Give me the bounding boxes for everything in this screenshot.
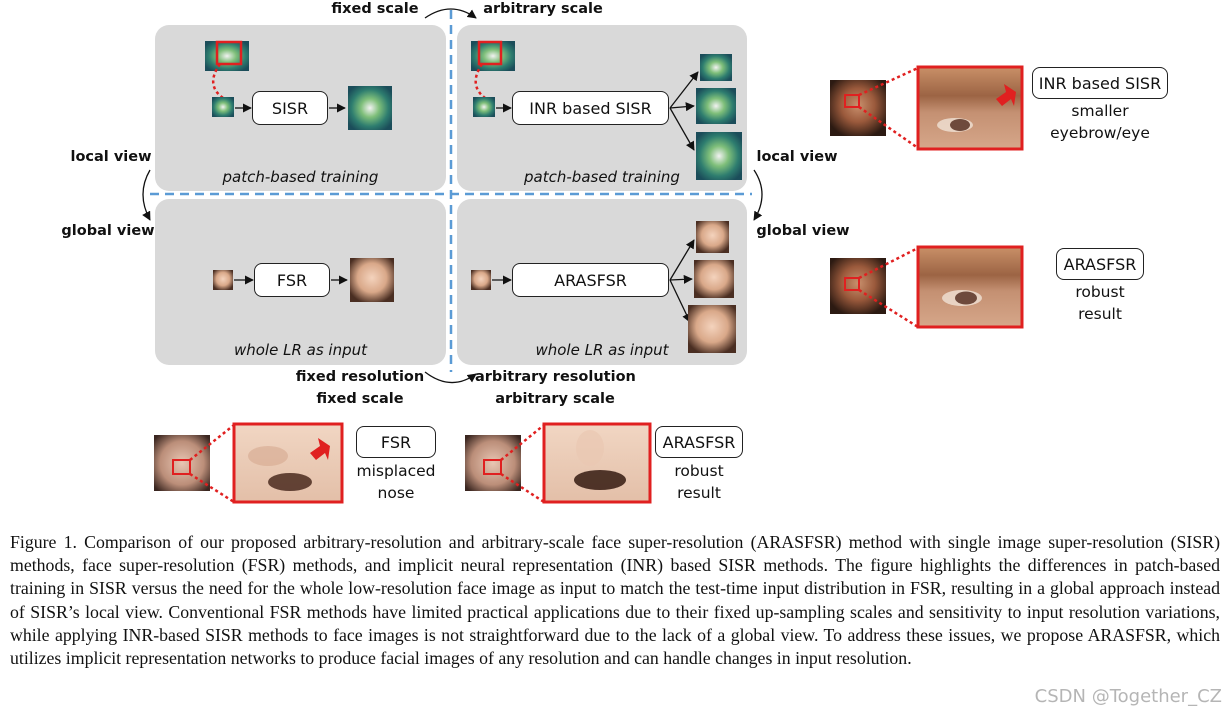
method-box-sisr: SISR [252,91,328,125]
bottom-method-box-fsr: FSR [356,426,436,458]
bottom-text-fsr-line2: nose [377,484,415,502]
coral-output-medium [696,88,736,124]
face-output-medium [694,260,734,298]
arrow-scale-top [424,8,477,19]
eye-zoom-inr [916,65,1024,151]
right-method-box-arasfsr: ARASFSR [1056,248,1144,280]
right-text-arasfsr-line1: robust [1075,283,1125,301]
coral-patch-input [212,97,234,117]
panel-caption-inr-sisr: patch-based training [524,168,680,186]
eye-zoom-arasfsr [916,245,1024,329]
label-right-global-view: global view [756,223,850,239]
face-lr-input [213,270,233,290]
label-left-local-view: local view [70,149,152,165]
arrow-view-left [142,169,151,221]
coral-lr-full-image-2 [471,41,515,71]
coral-lr-full-image [205,41,249,71]
right-method-box-inr: INR based SISR [1032,67,1168,99]
watermark: CSDN @Together_CZ [1034,686,1222,707]
coral-patch-input-2 [473,97,495,117]
label-fixed-scale: fixed scale [331,1,419,17]
right-text-inr-line1: smaller [1071,102,1129,120]
label-arbitrary-scale: arbitrary scale [483,1,603,17]
label-arbitrary-resolution: arbitrary resolution [475,369,636,385]
face-lr-input-2 [471,270,491,290]
label-arbitrary-scale-bottom: arbitrary scale [495,391,615,407]
label-fixed-resolution: fixed resolution [295,369,425,385]
diagram-graphics [142,8,1024,504]
bottom-text-arasfsr-line1: robust [674,462,724,480]
figure-caption: Figure 1. Comparison of our proposed arb… [10,532,1220,669]
panel-caption-sisr: patch-based training [222,168,379,186]
method-box-fsr: FSR [254,263,330,297]
method-box-inr-sisr: INR based SISR [512,91,669,125]
panel-caption-arasfsr: whole LR as input [535,341,669,359]
highlight-arrow-icon-2 [310,438,330,460]
bottom-text-fsr-line1: misplaced [356,462,436,480]
label-fixed-scale-bottom: fixed scale [316,391,404,407]
right-text-inr-line2: eyebrow/eye [1050,124,1150,142]
coral-output-large [696,132,742,180]
face-output-small [696,221,729,253]
label-left-global-view: global view [61,223,155,239]
panel-caption-fsr: whole LR as input [233,341,368,359]
label-right-local-view: local view [756,149,838,165]
method-box-arasfsr: ARASFSR [512,263,669,297]
right-text-arasfsr-line2: result [1078,305,1122,323]
nose-zoom-fsr [232,422,344,504]
bottom-text-arasfsr-line2: result [677,484,721,502]
coral-output-small [700,54,732,81]
arrow-view-right [753,169,763,221]
face-sr-output [350,258,394,302]
coral-sr-output [348,86,392,130]
face-output-large [688,305,736,353]
bottom-method-box-arasfsr: ARASFSR [655,426,743,458]
arrow-scale-bottom [424,371,477,384]
highlight-arrow-icon [996,84,1016,106]
